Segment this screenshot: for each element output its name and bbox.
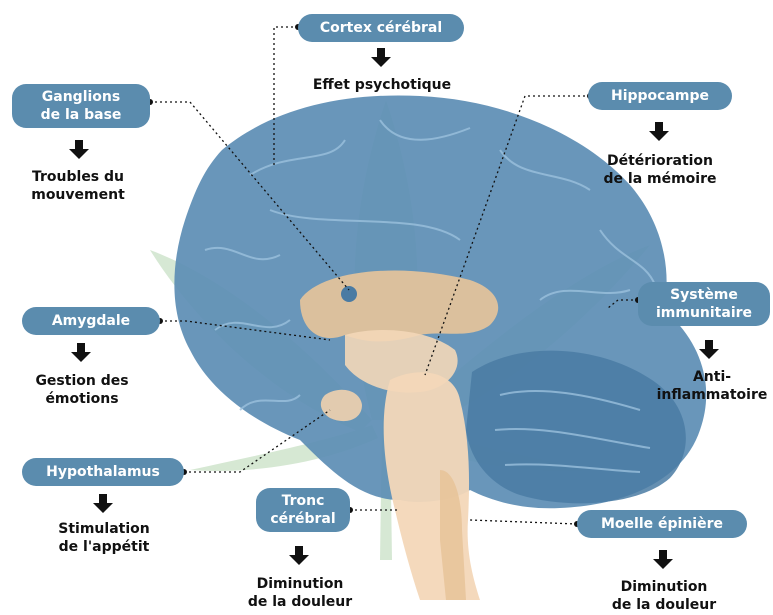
label-spinal: Moelle épinière [577,510,747,538]
label-immune-text: Système immunitaire [656,286,752,322]
effect-hippocampus: Détérioration de la mémoire [604,152,717,188]
label-hippocampus: Hippocampe [588,82,732,110]
label-brainstem-text: Tronc cérébral [270,492,335,528]
down-arrow-icon [288,546,310,566]
label-ganglia-text: Ganglions de la base [41,88,122,124]
effect-ganglia: Troubles du mouvement [31,168,125,204]
effect-spinal: Diminution de la douleur [612,578,716,614]
effect-amygdala: Gestion des émotions [35,372,128,408]
label-brainstem: Tronc cérébral [256,488,350,532]
down-arrow-icon [652,550,674,570]
down-arrow-icon [92,494,114,514]
effect-hypothalamus: Stimulation de l'appétit [58,520,149,556]
down-arrow-icon [698,340,720,360]
label-hypothalamus: Hypothalamus [22,458,184,486]
label-immune: Système immunitaire [638,282,770,326]
leader-spinal [470,520,577,524]
label-ganglia: Ganglions de la base [12,84,150,128]
down-arrow-icon [648,122,670,142]
down-arrow-icon [68,140,90,160]
effect-cortex: Effet psychotique [313,76,451,94]
down-arrow-icon [370,48,392,68]
effect-immune: Anti- inflammatoire [657,368,768,404]
label-amygdala: Amygdale [22,307,160,335]
basal-ganglia-marker [341,286,357,302]
label-cortex: Cortex cérébral [298,14,464,42]
effect-brainstem: Diminution de la douleur [248,575,352,611]
down-arrow-icon [70,343,92,363]
